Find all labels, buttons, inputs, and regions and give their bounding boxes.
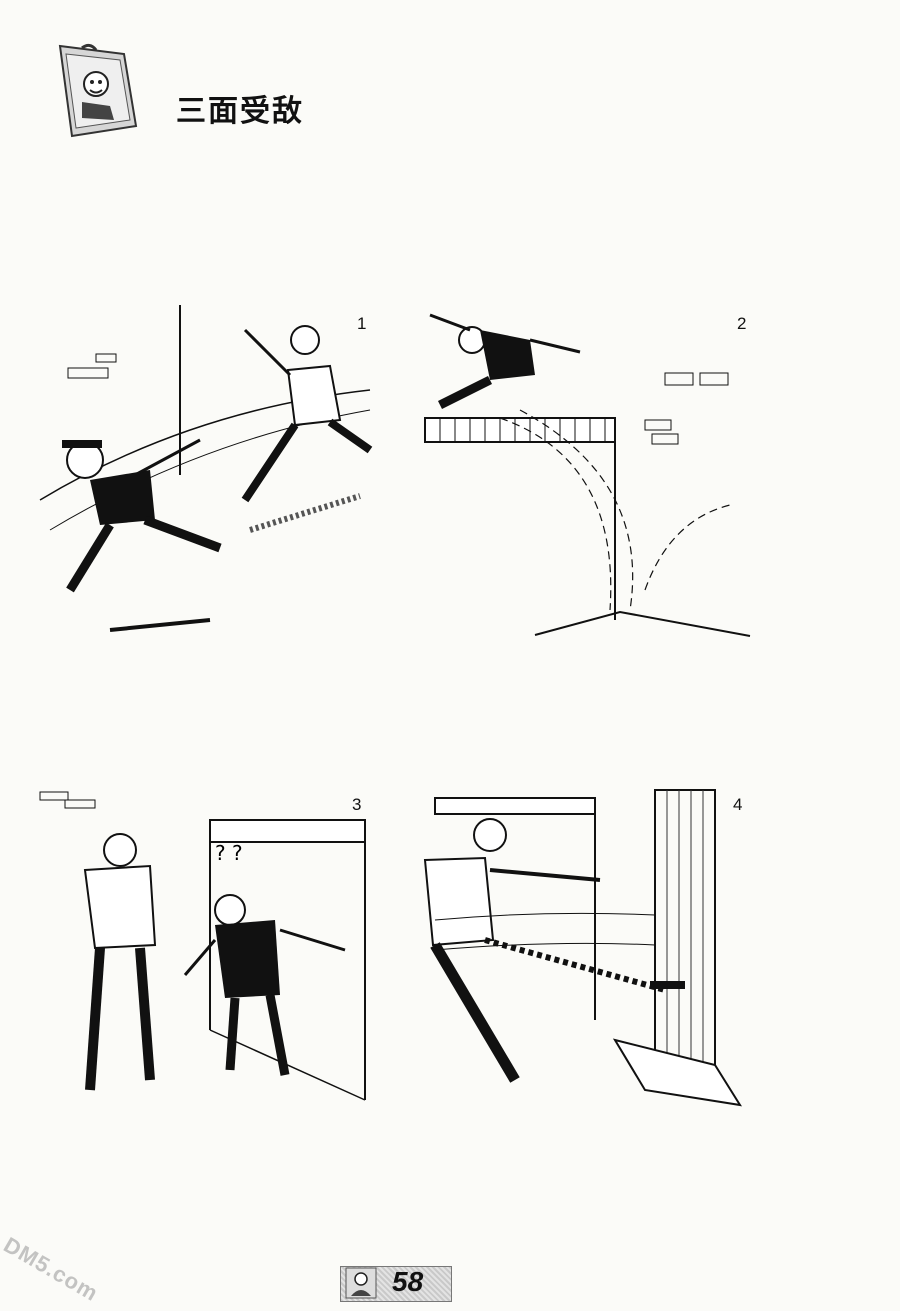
boy-vaulting-wall-icon bbox=[429, 313, 581, 410]
portrait-icon bbox=[345, 1267, 377, 1299]
boy-dazed-icon: ? ? bbox=[183, 841, 346, 1076]
boy-running-icon bbox=[62, 438, 222, 593]
panel-number-4: 4 bbox=[733, 795, 743, 814]
comic-panel-1 bbox=[39, 305, 373, 632]
bald-man-punching-icon bbox=[241, 325, 373, 503]
svg-text:? ?: ? ? bbox=[215, 841, 243, 865]
comic-panel-4 bbox=[423, 789, 743, 1107]
watermark: DM5.com bbox=[0, 1232, 103, 1307]
panel-number-2: 2 bbox=[737, 314, 747, 333]
page-title: 三面受敌 bbox=[176, 94, 304, 129]
panel-number-3: 3 bbox=[352, 795, 362, 814]
sticker-icon bbox=[58, 43, 138, 138]
comic-panel-2 bbox=[424, 313, 751, 637]
page-number: 58 bbox=[392, 1266, 424, 1297]
panel-number-1: 1 bbox=[357, 314, 367, 333]
bald-man-standing-icon bbox=[83, 833, 157, 1091]
bald-man-kicking-door-icon bbox=[423, 818, 685, 1083]
comic-panel-3: ? ? bbox=[39, 791, 366, 1101]
